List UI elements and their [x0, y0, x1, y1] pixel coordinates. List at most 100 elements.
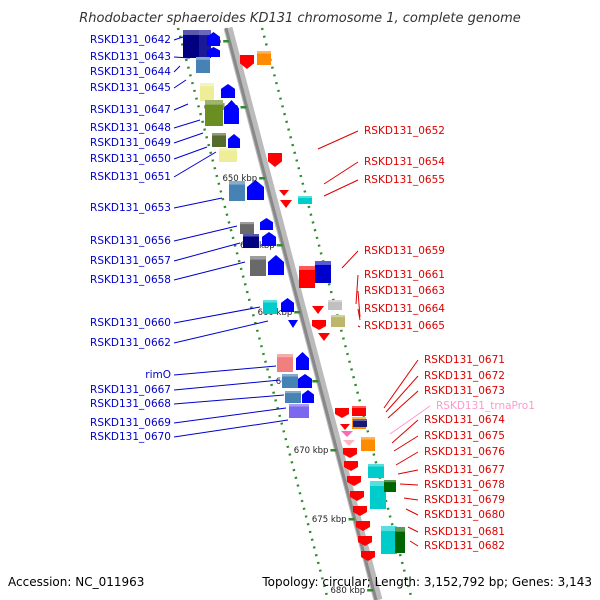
gene-arrow [296, 352, 309, 370]
right-gene-label[interactable]: RSKD131_0680 [424, 509, 505, 521]
right-gene-label[interactable]: RSKD131_0678 [424, 479, 505, 491]
gene-arrow [341, 431, 353, 437]
gene-box [328, 300, 342, 310]
right-gene-label[interactable]: RSKD131_0654 [364, 156, 445, 168]
right-gene-label[interactable]: RSKD131_0655 [364, 174, 445, 186]
right-gene-label[interactable]: RSKD131_0671 [424, 354, 505, 366]
right-gene-label[interactable]: RSKD131_0681 [424, 526, 505, 538]
left-gene-label[interactable]: RSKD131_0650 [90, 153, 171, 165]
leader-line [173, 242, 241, 262]
left-gene-label[interactable]: RSKD131_0647 [90, 104, 171, 116]
right-gene-labels: RSKD131_0652RSKD131_0654RSKD131_0655RSKD… [317, 125, 535, 552]
leader-line [173, 79, 187, 89]
right-gene-label[interactable]: RSKD131_0679 [424, 494, 505, 506]
right-gene-label[interactable]: RSKD131_0672 [424, 370, 505, 382]
gene-box [331, 315, 345, 327]
left-gene-label[interactable]: RSKD131_0649 [90, 137, 171, 149]
right-gene-label[interactable]: RSKD131_0674 [424, 414, 505, 426]
right-gene-label[interactable]: RSKD131_0675 [424, 430, 505, 442]
left-gene-label[interactable]: RSKD131_0658 [90, 274, 171, 286]
gene-box-shine [250, 256, 266, 260]
gene-box-shine [298, 196, 312, 198]
left-gene-label[interactable]: RSKD131_0660 [90, 317, 171, 329]
tick-label: 670 kbp [294, 446, 329, 456]
right-gene-label[interactable]: RSKD131_0677 [424, 464, 505, 476]
left-gene-label[interactable]: RSKD131_0645 [90, 82, 171, 94]
right-gene-label[interactable]: RSKD131_0665 [364, 320, 445, 332]
gene-arrow [268, 255, 284, 275]
left-gene-label[interactable]: RSKD131_0644 [90, 66, 171, 78]
gene-arrow [343, 448, 357, 458]
gene-box-shine [282, 374, 298, 377]
gene-box [289, 404, 309, 418]
leader-line [173, 119, 201, 129]
left-gene-label[interactable]: RSKD131_0651 [90, 171, 171, 183]
genome-summary-text: Topology: circular; Length: 3,152,792 bp… [261, 575, 592, 589]
leader-line [355, 274, 359, 305]
gene-box-shine [200, 83, 214, 87]
leader-line [405, 508, 419, 516]
left-gene-label[interactable]: RSKD131_0643 [90, 51, 171, 63]
right-gene-label[interactable]: RSKD131_0682 [424, 540, 505, 552]
gene-box-shine [257, 51, 271, 54]
left-gene-label[interactable]: RSKD131_0648 [90, 122, 171, 134]
gene-arrow [356, 521, 370, 531]
leader-line [173, 151, 217, 178]
left-gene-label[interactable]: RSKD131_0662 [90, 337, 171, 349]
gene-box-shine [277, 354, 293, 358]
tick-mark [367, 589, 374, 592]
gene-box [196, 57, 210, 73]
leader-line [323, 179, 359, 197]
gene-arrow [358, 536, 372, 546]
gene-box-shine [183, 30, 199, 36]
leader-line [409, 540, 419, 547]
gene-box [282, 374, 298, 388]
right-gene-label[interactable]: RSKD131_0659 [364, 245, 445, 257]
right-gene-label[interactable]: RSKD131_0663 [364, 285, 445, 297]
gene-arrow [361, 551, 375, 561]
right-gene-label[interactable]: RSKD131_0673 [424, 385, 505, 397]
left-gene-label[interactable]: RSKD131_0667 [90, 384, 171, 396]
left-gene-label[interactable]: RSKD131_0653 [90, 202, 171, 214]
gene-box [352, 406, 366, 416]
right-gene-label[interactable]: RSKD131_0652 [364, 125, 445, 137]
gene-box-shine [229, 181, 245, 185]
gene-arrow [340, 424, 350, 430]
right-gene-label[interactable]: RSKD131_0661 [364, 269, 445, 281]
leader-line [393, 435, 419, 452]
leader-line [357, 325, 361, 328]
gene-box-shine [196, 57, 210, 60]
leader-line [407, 526, 419, 533]
leader-line [383, 359, 419, 409]
gene-box-shine [289, 404, 309, 407]
leader-line [395, 451, 419, 466]
left-gene-label[interactable]: RSKD131_0657 [90, 255, 171, 267]
leader-line [397, 469, 419, 475]
gene-arrow [347, 476, 361, 486]
gene-arrow [302, 390, 314, 403]
left-gene-label[interactable]: RSKD131_0670 [90, 431, 171, 443]
leader-line [173, 146, 208, 160]
left-gene-label[interactable]: RSKD131_0668 [90, 398, 171, 410]
left-gene-label[interactable]: rimO [145, 369, 171, 381]
gene-box-shine [328, 300, 342, 302]
gene-box [257, 51, 271, 65]
gene-box-shine [395, 527, 405, 532]
gene-box-shine [243, 234, 259, 237]
gene-box [353, 419, 367, 427]
right-gene-label[interactable]: RSKD131_0664 [364, 303, 445, 315]
gene-box-shine [212, 133, 226, 136]
gene-box [183, 30, 199, 58]
leader-line [173, 394, 285, 405]
right-gene-label[interactable]: RSKD131_trnaPro1 [436, 400, 535, 412]
gene-arrow [353, 506, 367, 516]
leader-line [173, 379, 281, 391]
gene-box [299, 266, 315, 288]
left-gene-label[interactable]: RSKD131_0656 [90, 235, 171, 247]
gene-box [200, 83, 214, 101]
left-gene-label[interactable]: RSKD131_0642 [90, 34, 171, 46]
right-gene-label[interactable]: RSKD131_0676 [424, 446, 505, 458]
left-gene-label[interactable]: RSKD131_0669 [90, 417, 171, 429]
leader-line [173, 103, 189, 111]
